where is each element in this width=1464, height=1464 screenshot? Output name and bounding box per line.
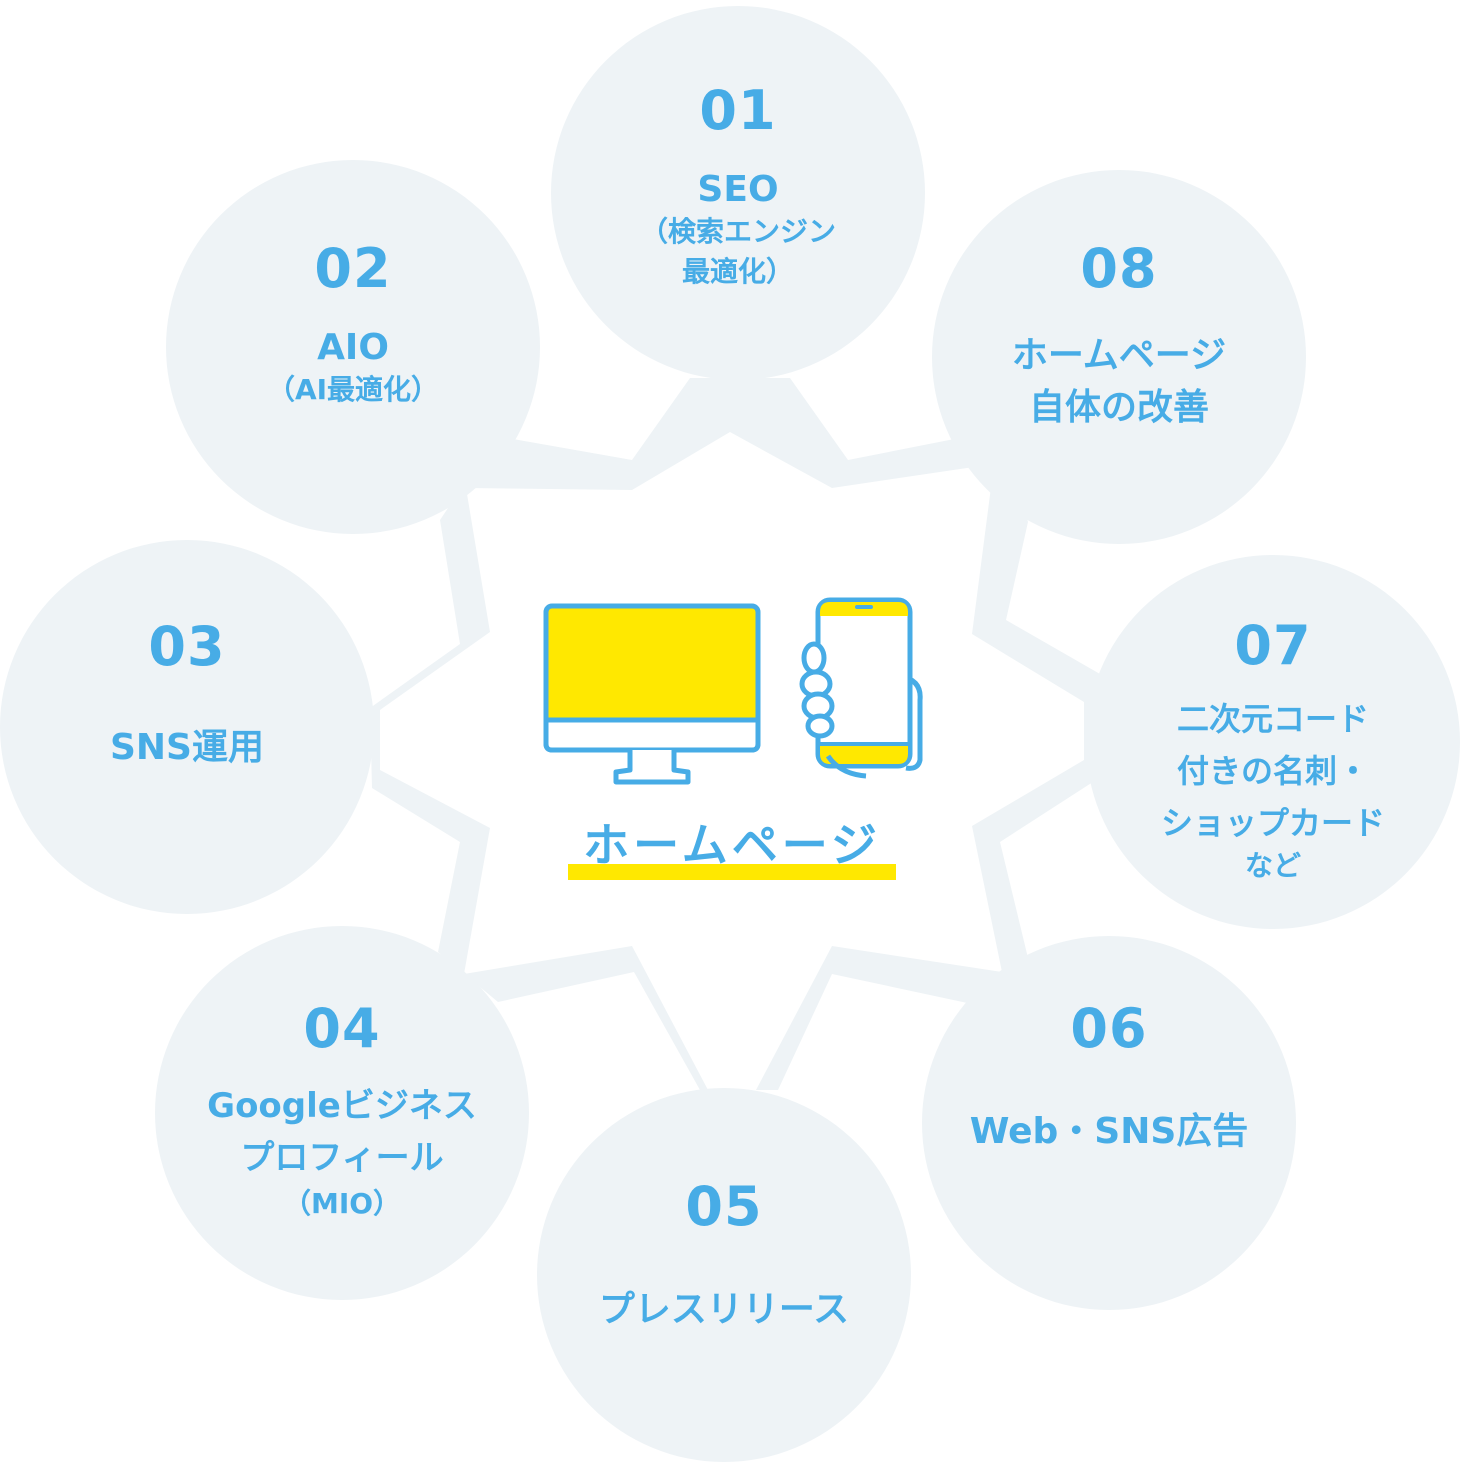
node-label-line: プレスリリース — [598, 1289, 850, 1330]
node-label: Web・SNS広告 — [970, 1110, 1249, 1154]
node-number: 07 — [1234, 614, 1312, 677]
node-02: 02 AIO （AI最適化） — [166, 160, 540, 534]
center-title: ホームページ — [568, 818, 896, 880]
inner-white-area — [380, 432, 1084, 1090]
node-label-line: （AI最適化） — [266, 373, 440, 406]
node-number: 02 — [314, 237, 392, 300]
node-04: 04 Googleビジネス プロフィール （MIO） — [155, 926, 529, 1300]
node-label: ホームページ 自体の改善 — [1012, 330, 1226, 434]
node-label-line: ショップカード — [1160, 804, 1385, 842]
node-label-line: プロフィール — [240, 1138, 444, 1178]
node-06: 06 Web・SNS広告 — [922, 936, 1296, 1310]
node-number: 03 — [148, 615, 226, 678]
monitor-icon — [543, 603, 761, 785]
node-label-line: Web・SNS広告 — [969, 1111, 1249, 1152]
center-title-text: ホームページ — [583, 818, 881, 872]
node-label-line: ホームページ — [1011, 335, 1227, 376]
node-number: 08 — [1080, 237, 1158, 300]
title-highlight — [568, 864, 896, 880]
node-label-line: SNS運用 — [110, 727, 264, 768]
node-number: 05 — [685, 1175, 763, 1238]
node-number: 04 — [303, 997, 381, 1060]
node-label-line: （MIO） — [282, 1187, 402, 1220]
node-label-line: AIO — [317, 327, 389, 368]
node-label: AIO （AI最適化） — [267, 326, 439, 410]
node-label-line: （検索エンジン — [639, 215, 836, 248]
smartphone-icon — [799, 597, 923, 779]
node-05: 05 プレスリリース — [537, 1088, 911, 1462]
node-07: 07 二次元コード 付きの名刺・ ショップカード など — [1086, 555, 1460, 929]
node-01: 01 SEO （検索エンジン 最適化） — [551, 6, 925, 380]
node-label: 二次元コード 付きの名刺・ ショップカード など — [1161, 693, 1385, 883]
node-label-line: 自体の改善 — [1028, 387, 1209, 428]
node-label-line: など — [1244, 849, 1301, 882]
node-label: プレスリリース — [599, 1288, 849, 1332]
node-label: SEO （検索エンジン 最適化） — [640, 168, 836, 292]
node-label: Googleビジネス プロフィール （MIO） — [207, 1080, 477, 1224]
node-label-line: 最適化） — [681, 255, 794, 288]
node-label-line: 二次元コード — [1176, 700, 1369, 738]
hand-icon — [799, 641, 835, 739]
node-label: SNS運用 — [110, 726, 264, 770]
node-number: 06 — [1070, 997, 1148, 1060]
node-label-line: Googleビジネス — [207, 1086, 477, 1126]
node-08: 08 ホームページ 自体の改善 — [932, 170, 1306, 544]
node-label-line: SEO — [697, 169, 779, 210]
node-03: 03 SNS運用 — [0, 540, 374, 914]
node-label-line: 付きの名刺・ — [1176, 752, 1369, 790]
node-number: 01 — [699, 79, 777, 142]
